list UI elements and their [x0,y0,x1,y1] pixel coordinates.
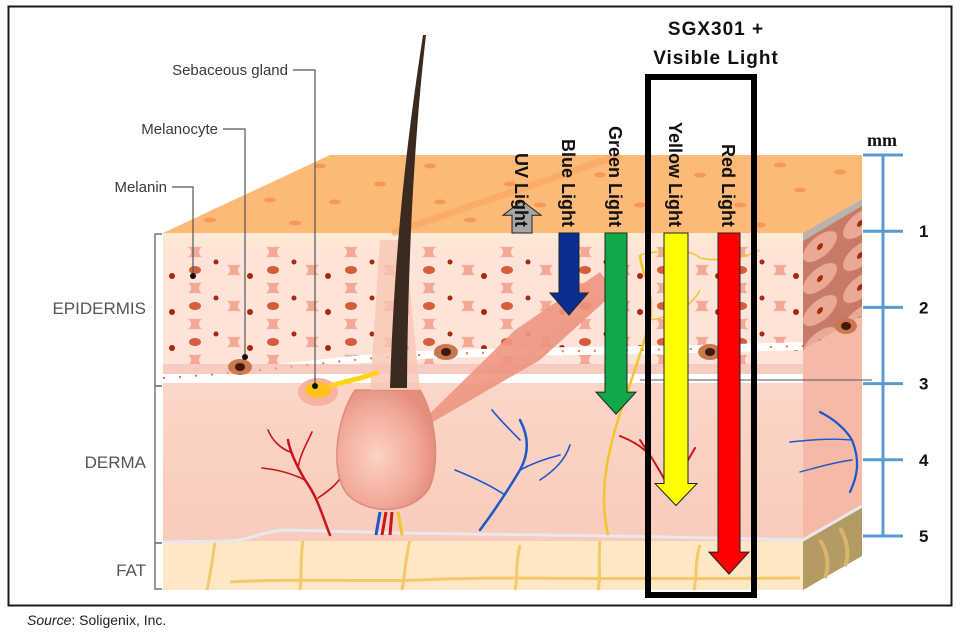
callout-label: Melanocyte [141,121,218,138]
fat-cell-lines [205,539,801,591]
layer-label-fat: FAT [116,561,146,580]
layer-label-epidermis: EPIDERMIS [52,299,146,318]
arrector-pili-muscle [405,272,615,438]
blue-light-label: Blue Light [558,139,578,227]
light-red: Red Light [707,144,751,575]
fat-side-lines [818,526,850,579]
red-light-arrow [707,232,751,575]
layer-label-derma: DERMA [85,453,147,472]
uv-light-arrow [501,200,543,234]
skin-fold [390,151,622,237]
light-uv: UV Light [501,153,543,234]
scale-tick-label: 4 [919,451,929,470]
scale-tick-label: 3 [919,375,928,394]
skin-block [162,35,872,591]
source-prefix: Source [27,612,72,628]
light-yellow: Yellow Light [653,122,699,507]
layer-brackets [154,233,162,590]
melanocyte-cells [228,318,857,375]
callout-label: Melanin [114,179,167,196]
scale-tick-label: 2 [919,298,928,317]
blue-light-arrow [548,232,590,316]
source-caption: Source: Soligenix, Inc. [27,612,166,628]
epidermis-side-face [803,199,862,350]
derma-side-face [803,316,862,540]
light-arrows: UV Light Blue Light Green Light Yellow Ligh… [501,122,751,575]
red-light-label: Red Light [718,144,738,227]
callouts: Sebaceous gland Melanocyte Melanin [114,62,318,389]
callout-melanin: Melanin [114,179,196,279]
callout-sebaceous-gland: Sebaceous gland [172,62,318,389]
derma-layer [163,383,803,541]
green-light-label: Green Light [605,126,625,227]
follicle-blood-supply [380,511,394,536]
side-top-edge [803,199,862,241]
title-line-2: Visible Light [653,48,779,69]
fat-layer [163,540,803,590]
epidermis-layer [163,246,803,364]
callout-label: Sebaceous gland [172,62,288,79]
surface-pores [204,162,846,228]
stratum-corneum [163,233,803,246]
callout-melanocyte: Melanocyte [141,121,248,360]
sebaceous-gland [298,369,380,406]
scale-tick-label: 5 [919,527,928,546]
veins [454,409,859,532]
scale-tick-label: 1 [919,222,928,241]
source-text: : Soligenix, Inc. [71,612,167,628]
yellow-light-arrow [653,232,699,507]
fat-side-face [803,506,862,590]
yellow-light-label: Yellow Light [665,122,685,227]
scale-unit-label: mm [867,130,897,150]
sgx301-highlight-box [645,74,757,598]
hair-shaft [390,35,426,388]
fat-derma-boundary [162,504,863,544]
title-line-1: SGX301 + [668,19,764,40]
depth-scale: mm 1 2 3 4 5 [863,130,929,546]
uv-light-label: UV Light [511,153,531,227]
green-light-arrow [594,232,638,415]
light-green: Green Light [594,126,638,415]
light-blue: Blue Light [548,139,590,316]
